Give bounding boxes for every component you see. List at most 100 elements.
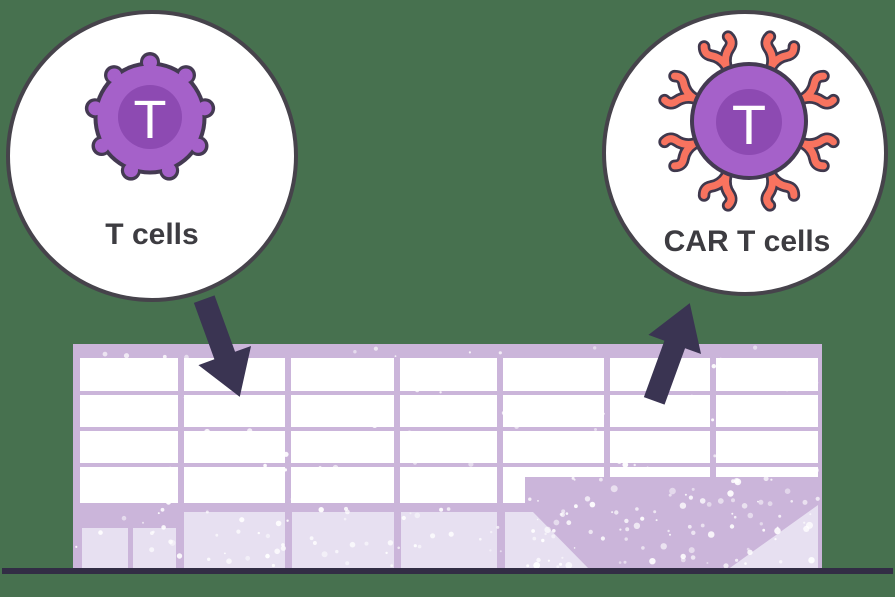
window-pane xyxy=(184,431,285,463)
window-pane xyxy=(503,395,604,427)
speckle-dot xyxy=(488,492,491,495)
speckle-dot xyxy=(125,376,128,378)
speckle-dot xyxy=(245,555,251,561)
speckle-dot xyxy=(734,478,742,486)
speckle-dot xyxy=(687,524,692,529)
speckle-dot xyxy=(628,414,632,419)
speckle-dot xyxy=(247,428,253,434)
speckle-dot xyxy=(183,396,186,399)
speckle-dot xyxy=(784,488,791,495)
speckle-dot xyxy=(763,476,769,482)
speckle-dot xyxy=(790,500,793,503)
speckle-dot xyxy=(660,543,667,550)
speckle-dot xyxy=(191,459,195,462)
speckle-dot xyxy=(573,478,576,481)
speckle-dot xyxy=(729,379,734,384)
speckle-dot xyxy=(669,533,671,536)
speckle-dot xyxy=(568,456,574,462)
speckle-dot xyxy=(653,440,656,443)
speckle-dot xyxy=(707,531,715,538)
speckle-dot xyxy=(533,562,541,569)
speckle-dot xyxy=(581,408,586,413)
window-pane xyxy=(610,431,710,463)
speckle-dot xyxy=(767,501,773,507)
speckle-dot xyxy=(261,363,265,368)
speckle-dot xyxy=(732,456,736,460)
speckle-dot xyxy=(271,563,275,568)
speckle-dot xyxy=(121,515,127,521)
speckle-dot xyxy=(257,531,260,535)
speckle-dot xyxy=(566,520,572,526)
speckle-dot xyxy=(574,504,578,509)
speckle-dot xyxy=(759,522,763,526)
speckle-dot xyxy=(668,493,672,497)
speckle-dot xyxy=(499,550,502,553)
speckle-dot xyxy=(380,398,382,401)
speckle-dot xyxy=(673,430,676,434)
speckle-dot xyxy=(589,501,596,508)
speckle-dot xyxy=(649,558,656,565)
manufacturing-building-illustration xyxy=(73,344,822,570)
speckle-dot xyxy=(98,530,103,535)
speckle-dot xyxy=(553,519,560,526)
speckle-dot xyxy=(706,562,709,564)
speckle-dot xyxy=(290,497,294,501)
speckle-dot xyxy=(618,561,622,564)
speckle-dot xyxy=(309,536,314,541)
speckle-dot xyxy=(280,545,286,551)
speckle-dot xyxy=(733,515,737,519)
speckle-dot xyxy=(345,561,350,566)
speckle-dot xyxy=(490,530,493,534)
speckle-dot xyxy=(274,548,281,555)
speckle-dot xyxy=(711,418,715,422)
speckle-dot xyxy=(611,511,614,514)
door-panel xyxy=(82,528,128,570)
speckle-dot xyxy=(623,560,627,564)
speckle-dot xyxy=(215,533,219,537)
speckle-dot xyxy=(455,409,460,414)
speckle-dot xyxy=(667,529,670,533)
speckle-dot xyxy=(699,498,706,504)
speckle-dot xyxy=(232,467,239,473)
window-pane xyxy=(716,431,818,463)
speckle-dot xyxy=(803,432,807,436)
speckle-dot xyxy=(552,529,556,533)
speckle-dot xyxy=(619,442,623,446)
speckle-dot xyxy=(731,479,735,484)
speckle-dot xyxy=(322,377,326,381)
speckle-dot xyxy=(430,533,436,539)
speckle-dot xyxy=(531,398,537,404)
building-doors xyxy=(82,505,818,570)
speckle-dot xyxy=(680,553,686,560)
entrance-ramp-left xyxy=(505,512,590,570)
speckle-dot xyxy=(624,518,629,524)
speckle-dot xyxy=(603,412,605,415)
speckle-dot xyxy=(774,527,781,535)
speckle-dot xyxy=(731,512,734,515)
speckle-dot xyxy=(423,441,429,447)
speckle-dot xyxy=(778,514,782,518)
speckle-dot xyxy=(312,541,317,545)
speckle-dot xyxy=(526,564,530,568)
speckle-dot xyxy=(224,552,226,555)
speckle-dot xyxy=(373,378,376,381)
speckle-dot xyxy=(184,354,189,360)
car-t-cells-label: CAR T cells xyxy=(664,225,831,258)
speckle-dot xyxy=(619,528,622,531)
speckle-dot xyxy=(354,457,358,461)
speckle-dot xyxy=(711,364,716,369)
speckle-dot xyxy=(593,346,597,350)
speckle-dot xyxy=(635,507,639,511)
speckle-dot xyxy=(468,351,471,354)
speckle-dot xyxy=(504,450,510,456)
speckle-dot xyxy=(518,417,524,423)
cell-nucleus xyxy=(716,89,782,155)
window-pane xyxy=(291,467,394,503)
speckle-dot xyxy=(690,394,694,398)
speckle-dot xyxy=(594,428,597,431)
speckle-dot xyxy=(547,559,551,562)
speckle-dot xyxy=(489,470,492,474)
speckle-dot xyxy=(373,346,378,351)
speckle-dot xyxy=(811,379,815,382)
speckle-dot xyxy=(118,456,124,461)
